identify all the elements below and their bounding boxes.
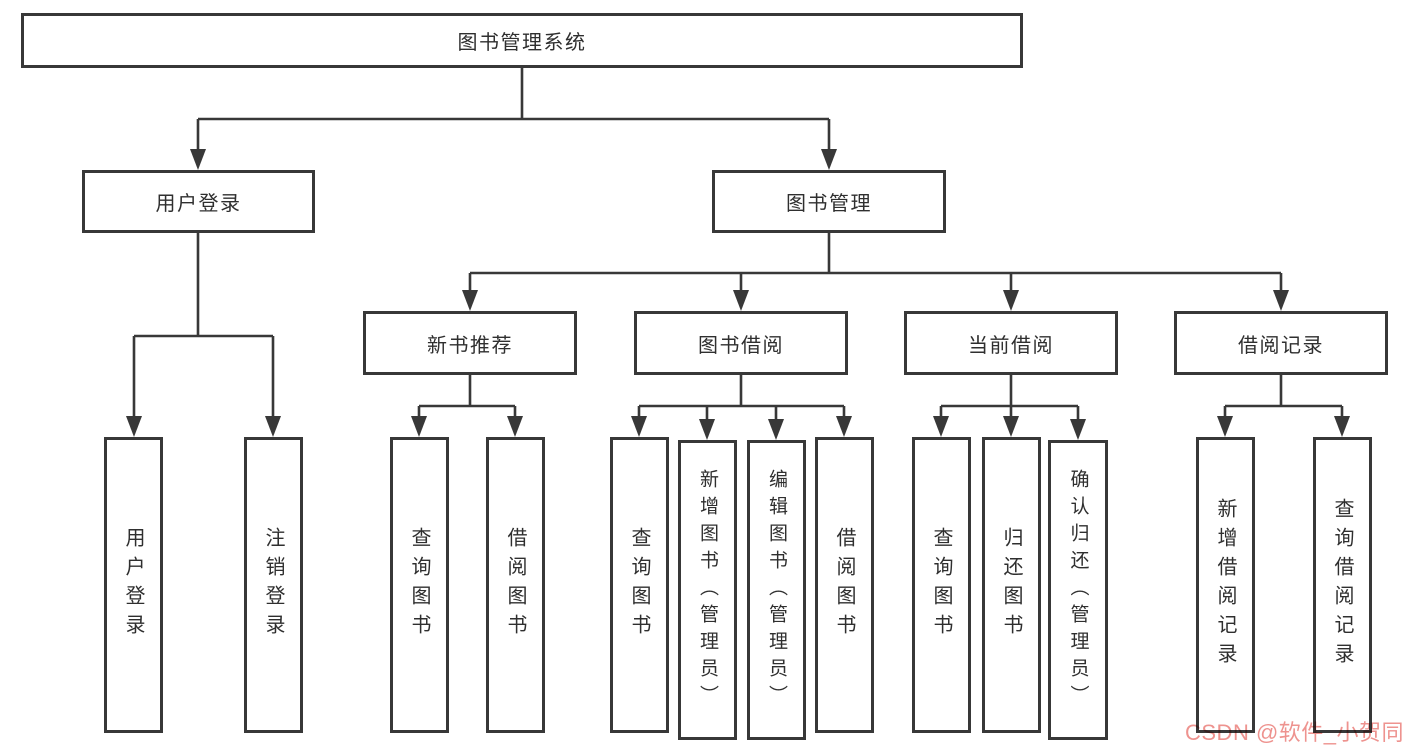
node-current-borrowing: 当前借阅 [904,311,1118,375]
node-label: 用户登录 [155,193,242,215]
leaf-borrow-books: 借阅图书 [815,437,874,733]
node-borrow-records: 借阅记录 [1174,311,1388,375]
node-new-book-recommend: 新书推荐 [363,311,577,375]
node-label: 归还图书 [1000,527,1022,643]
node-label: 查询借阅记录 [1331,498,1353,672]
leaf-query-borrow-record: 查询借阅记录 [1313,437,1372,733]
leaf-edit-book-admin: 编辑图书（管理员） [747,440,806,740]
leaf-borrow-books-recommend: 借阅图书 [486,437,545,733]
leaf-query-books-borrowing: 查询图书 [610,437,669,733]
node-label: 新增图书（管理员） [697,468,718,712]
node-label: 图书借阅 [698,334,784,357]
node-label: 查询图书 [628,527,650,643]
node-label: 图书管理 [786,193,872,215]
leaf-return-book: 归还图书 [982,437,1041,733]
node-library-system: 图书管理系统 [21,13,1023,68]
node-label: 用户登录 [122,527,144,643]
node-label: 确认归还（管理员） [1067,468,1089,712]
node-label: 当前借阅 [968,334,1054,357]
node-label: 编辑图书（管理员） [766,468,787,712]
node-user-login: 用户登录 [82,170,315,233]
node-label: 借阅图书 [833,527,855,643]
leaf-add-book-admin: 新增图书（管理员） [678,440,737,740]
leaf-add-borrow-record: 新增借阅记录 [1196,437,1255,733]
node-label: 查询图书 [930,527,952,643]
node-label: 注销登录 [262,527,284,643]
node-label: 查询图书 [408,527,430,643]
leaf-query-books-current: 查询图书 [912,437,971,733]
node-label: 新增借阅记录 [1214,498,1236,672]
node-label: 借阅图书 [504,527,526,643]
leaf-user-login: 用户登录 [104,437,163,733]
node-label: 借阅记录 [1238,334,1324,357]
node-book-management: 图书管理 [712,170,946,233]
node-book-borrowing: 图书借阅 [634,311,848,375]
leaf-query-books-recommend: 查询图书 [390,437,449,733]
node-label: 新书推荐 [427,334,513,357]
leaf-logout: 注销登录 [244,437,303,733]
node-label: 图书管理系统 [457,32,587,54]
leaf-confirm-return-admin: 确认归还（管理员） [1048,440,1108,740]
